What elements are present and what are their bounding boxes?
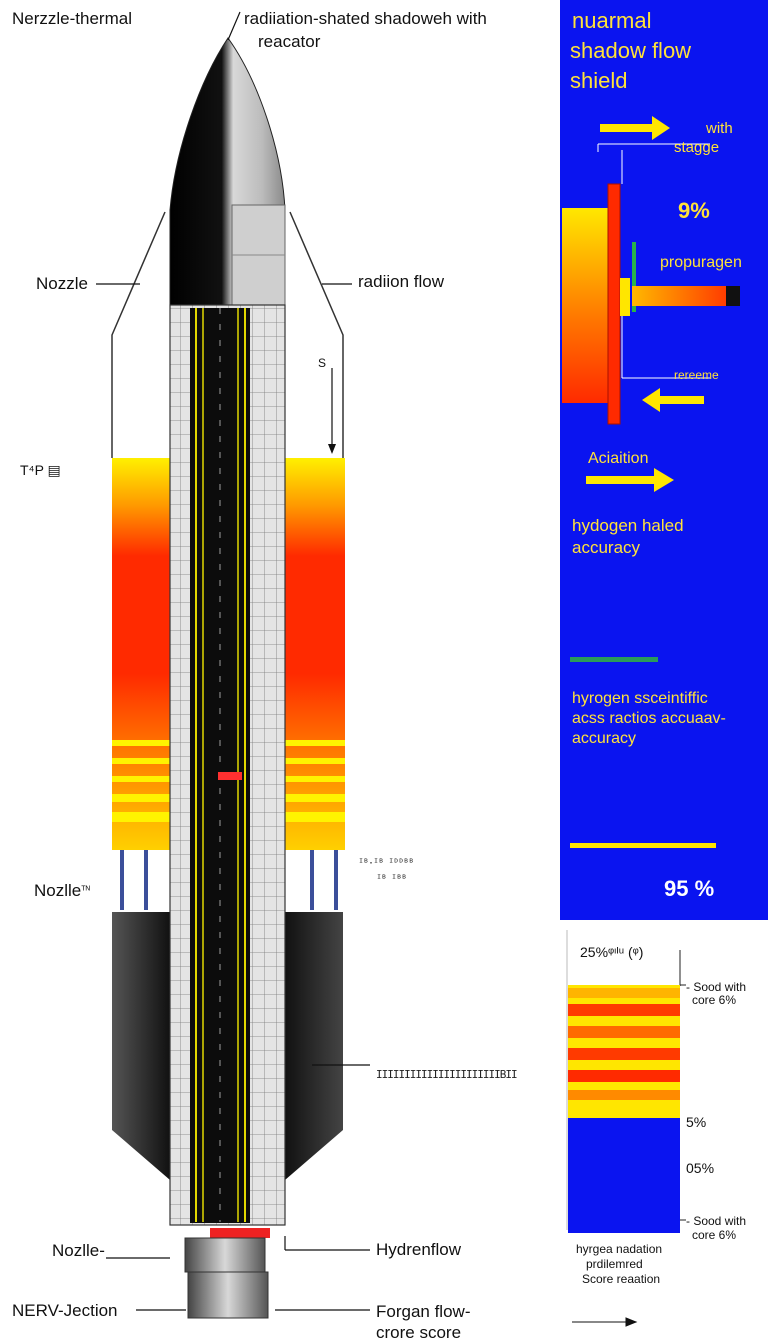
panel-hyrogen-2: acss ractios accuaav- <box>572 710 726 727</box>
panel-title-2: shadow flow <box>570 38 692 63</box>
panel-title-3: shield <box>570 68 628 93</box>
label-code-mid: ᴵᴮ·ᴵᴮ ᴵᴰᴰᴮᴮ <box>358 858 414 869</box>
gauge-top-label: 25%ᵠᶦᴵᵘ (ᵠ) <box>580 944 644 960</box>
right-fin <box>285 912 343 1180</box>
panel-title-1: nuarmal <box>572 8 652 33</box>
panel-hydogen-2: accuracy <box>572 538 641 557</box>
label-code-lower: IIIIIIIIIIIIIIIIIIIIIIBII <box>376 1068 518 1081</box>
panel-rereeme: rereeme <box>674 368 719 382</box>
gauge-bottom-2: prdilemred <box>586 1257 643 1271</box>
label-s-marker: S <box>318 356 327 370</box>
panel-hydogen-1: hydogen haled <box>572 516 684 535</box>
panel-hyrogen-3: accuracy <box>572 730 637 747</box>
label-crore-score: crore score <box>376 1323 462 1342</box>
right-heat-band <box>285 458 345 850</box>
panel-aciaition: Aciaition <box>588 450 649 467</box>
gauge-bottom-3: Score reaation <box>582 1272 661 1286</box>
gauge-right-1b: core 6% <box>692 993 737 1007</box>
label-forgan-flow: Forgan flow- <box>376 1302 471 1321</box>
label-radiation-flow: radiion flow <box>358 272 444 291</box>
panel-with: with <box>706 120 733 137</box>
panel-percent-95: 95 % <box>664 876 715 901</box>
panel-hyrogen-1: hyrogen ssceintiffic <box>572 690 708 707</box>
left-fin <box>112 912 170 1180</box>
label-nozzle-lower: Nozlleᵀᴺ <box>34 881 90 900</box>
gauge-pct-a: 5% <box>686 1114 707 1130</box>
label-tp: T⁴P ▤ <box>20 462 61 478</box>
panel-propuragen: propuragen <box>660 254 742 271</box>
shield-graphic <box>562 116 740 848</box>
left-heat-band <box>112 458 170 850</box>
gauge-right-2a: - Sood with <box>686 1214 747 1228</box>
shadow-shield-panel: nuarmal shadow flow shield with stagge 9… <box>560 0 768 920</box>
core-column <box>169 304 286 1238</box>
gauge-right-1a: - Sood with <box>686 980 747 994</box>
panel-percent-9: 9% <box>678 198 710 223</box>
gauge-bottom-1: hyrgea nadation <box>576 1242 663 1256</box>
lower-gauge <box>566 930 686 1327</box>
label-nerv-jection: NERV-Jection <box>12 1301 118 1320</box>
label-radiation-shaded: radiiation-shated shadoweh with <box>244 9 487 28</box>
label-nozzle-thermal: Nerzzle-thermal <box>12 9 132 28</box>
label-hydrenflow: Hydrenflow <box>376 1240 462 1259</box>
label-reactor: reacator <box>258 32 321 51</box>
rocket-diagram <box>96 11 370 1319</box>
label-nozzle-bottom: Nozlle- <box>52 1241 105 1260</box>
label-nozzle: Nozzle <box>36 274 88 293</box>
gauge-pct-b: 05% <box>686 1160 715 1176</box>
panel-stagge: stagge <box>674 139 720 156</box>
nozzle-bell <box>187 1271 269 1319</box>
gauge-right-2b: core 6% <box>692 1228 737 1242</box>
label-code-mid-2: ᴵᴮ ᴵᴮᴮ <box>376 874 407 885</box>
